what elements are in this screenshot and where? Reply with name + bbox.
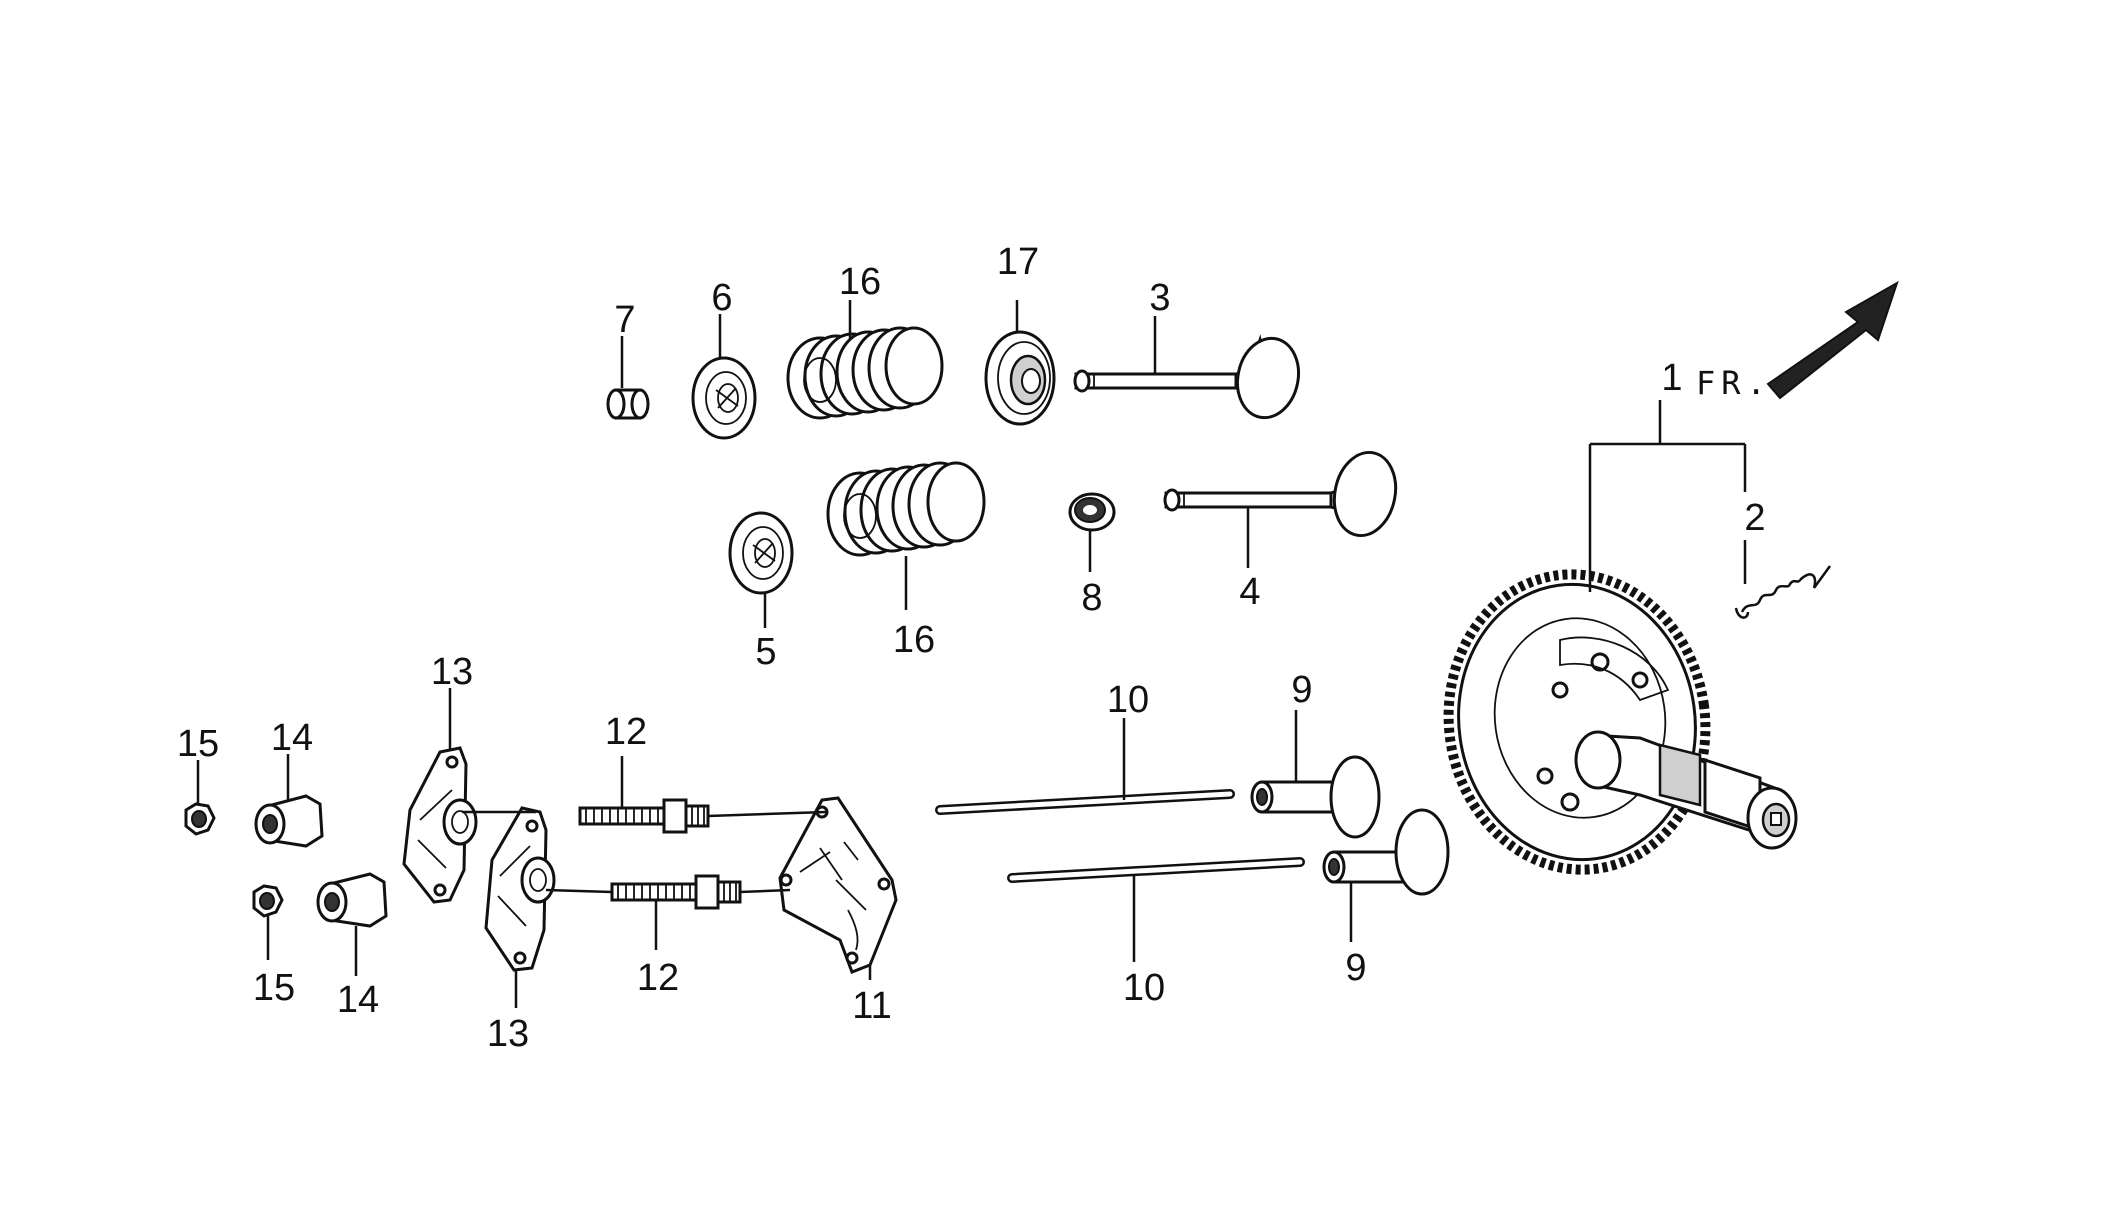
front-direction-arrow-icon [1766,280,1899,400]
callout-4: 4 [1239,571,1260,613]
callout-15-upper: 15 [177,723,219,765]
adjusting-nut-lower-part [316,872,388,928]
rocker-arm-upper-part [402,746,478,904]
callout-9-lower: 9 [1345,947,1366,989]
rocker-arm-lower-part [484,806,556,972]
valve-spring-lower-part [826,461,986,557]
spring-retainer-upper-part [691,356,757,440]
spring-retainer-lower-part [728,511,794,595]
stud-bolt-upper-part [578,798,710,834]
tappet-lower-part [1322,808,1450,896]
push-rod-upper-part [935,789,1235,815]
valve-intake-part [1163,450,1398,538]
callout-3: 3 [1149,277,1170,319]
callout-14-lower: 14 [337,979,379,1021]
callout-1: 1 [1661,357,1682,399]
callout-11: 11 [852,985,891,1027]
stud-bolt-lower-part [610,874,742,910]
valve-cap-part [606,388,650,420]
leader-lines [196,300,1747,1008]
tappet-upper-part [1250,755,1381,839]
valve-exhaust-part [1073,334,1301,420]
lock-nut-lower-part [252,884,284,918]
callout-2: 2 [1744,497,1765,539]
push-rod-lower-part [1007,857,1305,883]
callout-13-upper: 13 [431,651,473,693]
callout-10-upper: 10 [1107,679,1149,721]
valve-spring-seat-part [984,330,1056,426]
callout-13-lower: 13 [487,1013,529,1055]
callout-numbers: 1 2 3 4 5 6 7 8 9 9 10 10 11 12 12 13 13… [177,241,1766,1055]
assembly-lines [462,810,827,894]
governor-spring-part [1734,565,1832,619]
callout-5: 5 [755,631,776,673]
camshaft-gear-part [1443,569,1798,875]
callout-14-upper: 14 [271,717,313,759]
callout-8: 8 [1081,577,1102,619]
callout-16-upper: 16 [839,261,881,303]
callout-12-upper: 12 [605,711,647,753]
callout-9-upper: 9 [1291,669,1312,711]
push-rod-guide-plate-part [778,796,898,974]
callout-17: 17 [997,241,1039,283]
callout-15-lower: 15 [253,967,295,1009]
direction-label: FR. [1696,364,1772,402]
lock-nut-upper-part [184,802,216,836]
callout-7: 7 [614,299,635,341]
callout-10-lower: 10 [1123,967,1165,1009]
callout-6: 6 [711,277,732,319]
valve-stem-seal-part [1068,492,1116,532]
callout-12-lower: 12 [637,957,679,999]
valve-spring-upper-part [786,326,944,420]
adjusting-nut-upper-part [254,794,324,848]
callout-16-lower: 16 [893,619,935,661]
